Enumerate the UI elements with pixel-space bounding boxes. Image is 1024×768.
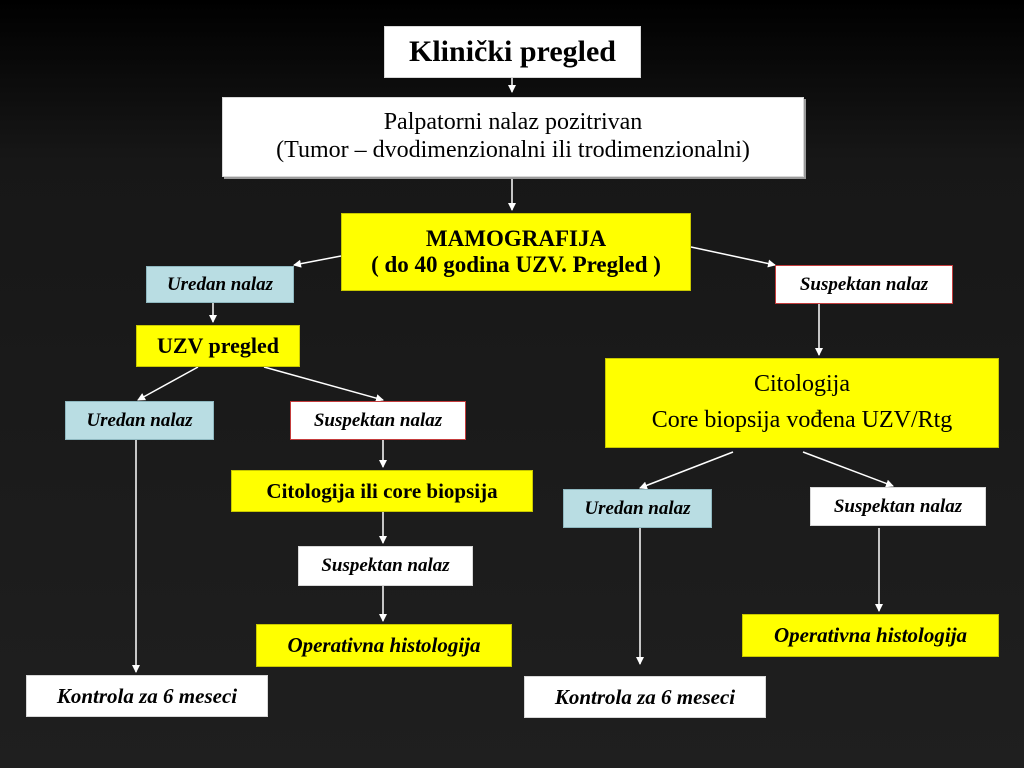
- palpatorni-line-1: Palpatorni nalaz pozitrivan: [383, 109, 643, 136]
- suspektan-nalaz-label-2: Suspektan nalaz: [313, 409, 443, 431]
- arrow-uzv-to-suspektan-2: [263, 366, 384, 402]
- suspektan-nalaz-box-2: Suspektan nalaz: [290, 401, 466, 440]
- citologija-ili-core-box: Citologija ili core biopsija: [231, 470, 533, 512]
- klinicki-pregled-label: Klinički pregled: [409, 34, 616, 68]
- citologija-core-line-1: Citologija: [754, 371, 850, 398]
- palpatorni-nalaz-box: Palpatorni nalaz pozitrivan (Tumor – dvo…: [222, 97, 804, 177]
- suspektan-nalaz-label-1: Suspektan nalaz: [799, 273, 929, 295]
- kontrola-label-1: Kontrola za 6 meseci: [56, 683, 238, 708]
- operativna-histologija-box-1: Operativna histologija: [256, 624, 512, 667]
- suspektan-nalaz-label-4: Suspektan nalaz: [321, 555, 450, 577]
- mamografija-line-1: MAMOGRAFIJA: [425, 225, 607, 251]
- operativna-histologija-box-2: Operativna histologija: [742, 614, 999, 657]
- palpatorni-line-2: (Tumor – dvodimenzionalni ili trodimenzi…: [276, 137, 750, 163]
- kontrola-box-2: Kontrola za 6 meseci: [524, 676, 766, 718]
- citologija-core-line-2: Core biopsija vođena UZV/Rtg: [651, 407, 953, 433]
- suspektan-nalaz-label-3: Suspektan nalaz: [833, 495, 963, 517]
- uredan-nalaz-label-2: Uredan nalaz: [86, 409, 193, 431]
- suspektan-nalaz-box-3: Suspektan nalaz: [810, 487, 986, 526]
- uredan-nalaz-label-1: Uredan nalaz: [166, 273, 274, 295]
- arrow-mamografija-to-suspektan-1: [690, 246, 776, 268]
- kontrola-label-2: Kontrola za 6 meseci: [554, 684, 736, 709]
- arrow-citologija-core-to-suspektan-3: [802, 451, 894, 488]
- kontrola-box-1: Kontrola za 6 meseci: [26, 675, 268, 717]
- suspektan-nalaz-box-1: Suspektan nalaz: [775, 265, 953, 304]
- suspektan-nalaz-box-4: Suspektan nalaz: [298, 546, 473, 586]
- citologija-ili-core-label: Citologija ili core biopsija: [266, 478, 498, 503]
- uredan-nalaz-box-3: Uredan nalaz: [563, 489, 712, 528]
- citologija-core-box: Citologija Core biopsija vođena UZV/Rtg: [605, 358, 999, 448]
- arrow-citologija-core-to-uredan-3: [639, 451, 734, 490]
- operativna-histologija-label-1: Operativna histologija: [287, 633, 481, 658]
- mamografija-line-2: ( do 40 godina UZV. Pregled ): [371, 252, 661, 277]
- uredan-nalaz-box-2: Uredan nalaz: [65, 401, 214, 440]
- mamografija-box: MAMOGRAFIJA ( do 40 godina UZV. Pregled …: [341, 213, 691, 291]
- arrow-uzv-to-uredan-2: [137, 366, 199, 401]
- uzv-pregled-box: UZV pregled: [136, 325, 300, 367]
- uredan-nalaz-box-1: Uredan nalaz: [146, 266, 294, 303]
- uredan-nalaz-label-3: Uredan nalaz: [584, 497, 691, 519]
- operativna-histologija-label-2: Operativna histologija: [773, 623, 968, 648]
- arrow-mamografija-to-uredan-1: [293, 255, 342, 268]
- klinicki-pregled-box: Klinički pregled: [384, 26, 641, 78]
- uzv-pregled-label: UZV pregled: [156, 333, 280, 359]
